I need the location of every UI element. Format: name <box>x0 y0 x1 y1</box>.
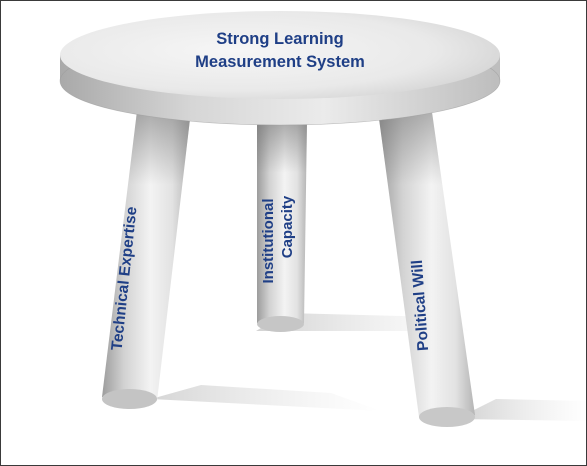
leg-left <box>102 111 190 409</box>
stool-seat <box>59 11 501 126</box>
leg-middle <box>257 121 307 332</box>
seat-label-line-2: Measurement System <box>195 53 365 71</box>
seat-label-line-1: Strong Learning <box>216 30 343 48</box>
floor-shadows <box>151 313 586 421</box>
leg-label-political-will: Political Will <box>409 259 432 351</box>
leg-right <box>378 105 475 427</box>
leg-label-institutional: Institutional <box>260 199 277 284</box>
leg-label-capacity: Capacity <box>279 195 296 258</box>
